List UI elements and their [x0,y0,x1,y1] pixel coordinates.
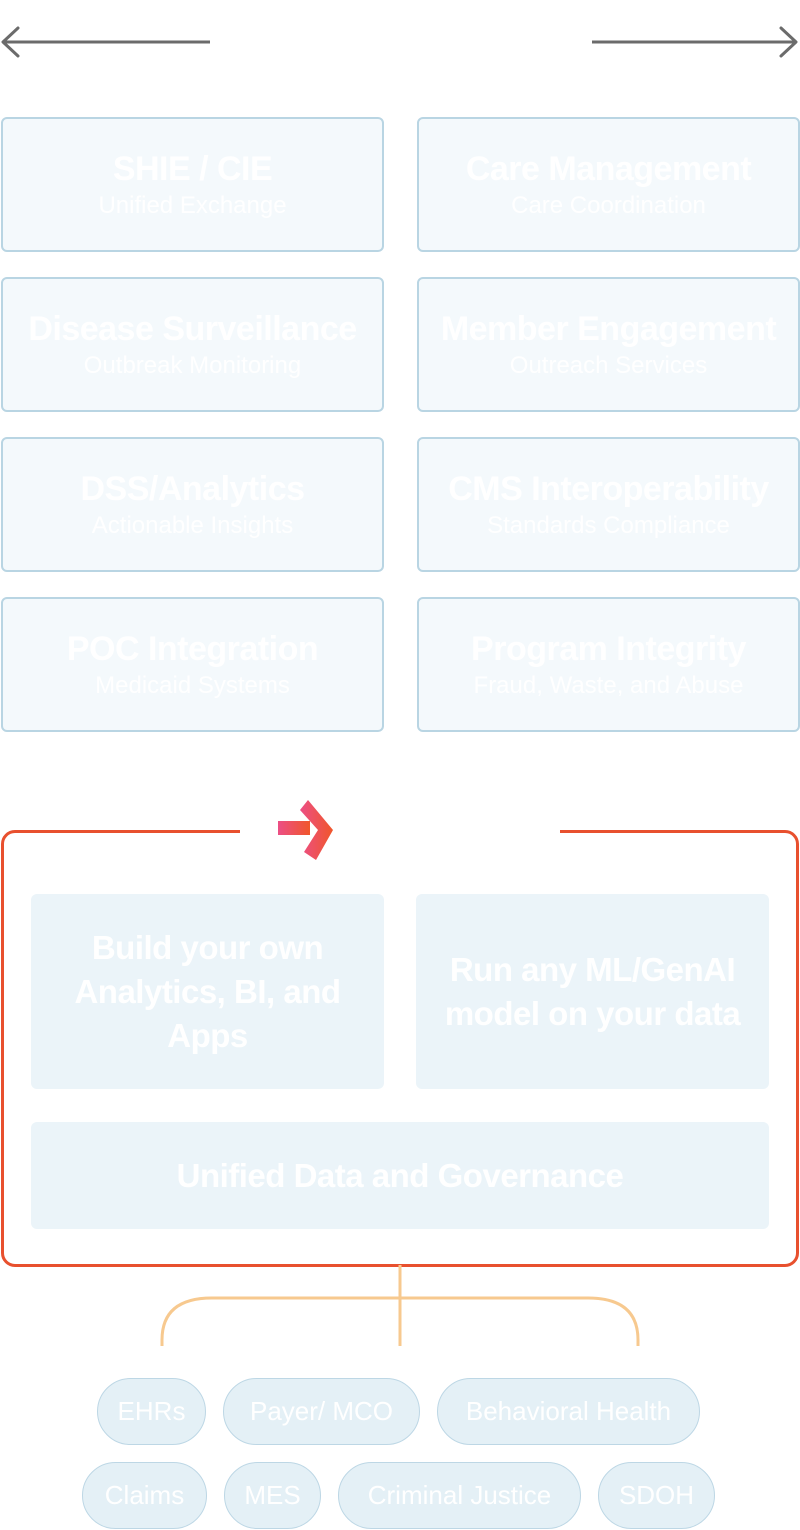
solution-card-care-management: Care Management Care Coordination [417,117,800,252]
solution-card-dss-analytics: DSS/Analytics Actionable Insights [1,437,384,572]
solution-title: Member Engagement [440,309,777,348]
data-connector-bracket [160,1265,640,1346]
build-analytics-tile: Build your own Analytics, BI, and Apps [31,894,384,1089]
right-arrow-icon [592,26,798,58]
run-ml-genai-tile: Run any ML/GenAI model on your data [416,894,769,1089]
solution-subtitle: Standards Compliance [487,511,730,539]
solution-title: POC Integration [66,629,319,668]
solution-subtitle: Actionable Insights [91,511,294,539]
source-pill-mes: MES [224,1462,321,1529]
solution-card-poc-integration: POC Integration Medicaid Systems [1,597,384,732]
solution-title: CMS Interoperability [448,469,769,508]
unified-data-governance-tile: Unified Data and Governance [31,1122,769,1229]
solution-title: Disease Surveillance [28,309,357,348]
source-pill-ehrs: EHRs [97,1378,206,1445]
solution-card-program-integrity: Program Integrity Fraud, Waste, and Abus… [417,597,800,732]
solution-subtitle: Medicaid Systems [95,671,290,699]
solution-title: SHIE / CIE [112,149,273,188]
solution-card-cms-interoperability: CMS Interoperability Standards Complianc… [417,437,800,572]
solution-subtitle: Care Coordination [511,191,706,219]
solution-card-disease-surveillance: Disease Surveillance Outbreak Monitoring [1,277,384,412]
source-pill-payer-mco: Payer/ MCO [223,1378,420,1445]
source-pill-criminal-justice: Criminal Justice [338,1462,581,1529]
source-pill-claims: Claims [82,1462,207,1529]
solution-subtitle: Outreach Services [509,351,708,379]
solution-card-shie-cie: SHIE / CIE Unified Exchange [1,117,384,252]
source-pill-behavioral-health: Behavioral Health [437,1378,700,1445]
solution-title: Program Integrity [471,629,746,668]
solution-subtitle: Unified Exchange [98,191,287,219]
left-arrow-icon [1,26,210,58]
solution-title: Care Management [465,149,752,188]
solution-subtitle: Fraud, Waste, and Abuse [473,671,744,699]
chevron-arrow-logo-icon [278,800,333,860]
solution-subtitle: Outbreak Monitoring [83,351,302,379]
source-pill-sdoh: SDOH [598,1462,715,1529]
solution-card-member-engagement: Member Engagement Outreach Services [417,277,800,412]
solution-title: DSS/Analytics [80,469,305,508]
